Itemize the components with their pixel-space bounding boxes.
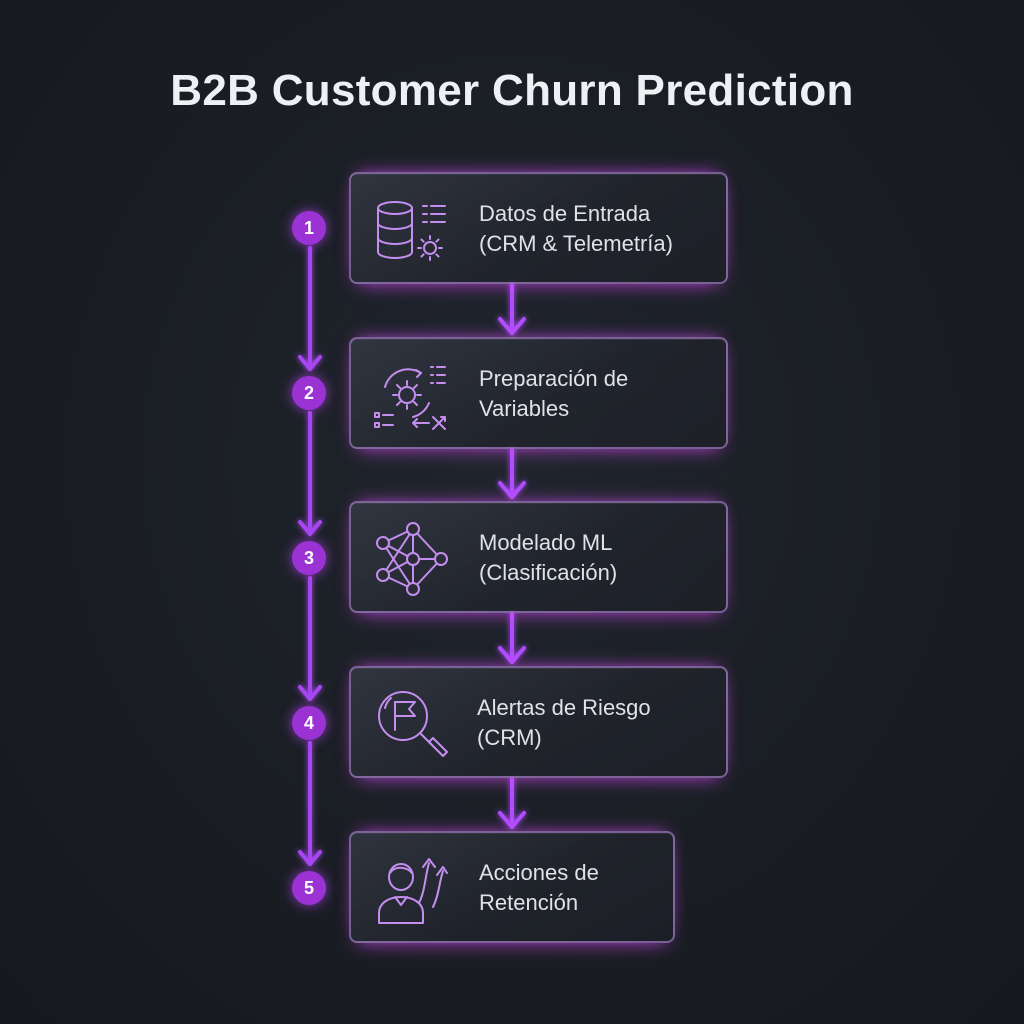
step-card-2: Preparación de Variables — [349, 337, 728, 449]
step-label-line: Retención — [479, 890, 579, 915]
step-card-5: Acciones de Retención — [349, 831, 675, 943]
step-label-3: Modelado ML (Clasificación) — [479, 528, 716, 588]
step-label-line: Preparación de — [479, 366, 629, 391]
timeline-arrow-head — [298, 850, 322, 866]
step-label-4: Alertas de Riesgo (CRM) — [477, 693, 716, 753]
page-title: B2B Customer Churn Prediction — [170, 66, 854, 115]
step-arrow-head — [498, 317, 526, 335]
step-label-2: Preparación de Variables — [479, 364, 716, 424]
user-growth-icon — [378, 858, 448, 924]
step-arrow-head — [498, 646, 526, 664]
neural-network-icon — [376, 522, 448, 596]
step-arrow-head — [498, 481, 526, 499]
magnifier-flag-icon — [378, 691, 448, 757]
step-label-line: Datos de Entrada — [479, 201, 651, 226]
gear-cycle-icon — [374, 366, 446, 430]
step-badge-3: 3 — [292, 541, 326, 575]
step-card-4: Alertas de Riesgo (CRM) — [349, 666, 728, 778]
step-badge-4: 4 — [292, 706, 326, 740]
step-label-line: Modelado ML — [479, 530, 613, 555]
step-label-line: Alertas de Riesgo — [477, 695, 651, 720]
step-label-1: Datos de Entrada (CRM & Telemetría) — [479, 199, 716, 259]
step-badge-1: 1 — [292, 211, 326, 245]
timeline-arrow-head — [298, 520, 322, 536]
timeline-arrow-head — [298, 355, 322, 371]
step-arrows — [498, 282, 526, 829]
step-badge-5: 5 — [292, 871, 326, 905]
step-card-1: Datos de Entrada (CRM & Telemetría) — [349, 172, 728, 284]
database-gear-icon — [377, 201, 446, 261]
step-label-5: Acciones de Retención — [479, 858, 663, 918]
step-card-3: Modelado ML (Clasificación) — [349, 501, 728, 613]
step-badge-2: 2 — [292, 376, 326, 410]
step-label-line: (CRM & Telemetría) — [479, 231, 673, 256]
step-label-line: Acciones de — [479, 860, 599, 885]
timeline-arrow-head — [298, 685, 322, 701]
step-label-line: (Clasificación) — [479, 560, 618, 585]
step-label-line: (CRM) — [477, 725, 542, 750]
step-label-line: Variables — [479, 396, 570, 421]
step-arrow-head — [498, 811, 526, 829]
timeline-line — [298, 246, 322, 866]
